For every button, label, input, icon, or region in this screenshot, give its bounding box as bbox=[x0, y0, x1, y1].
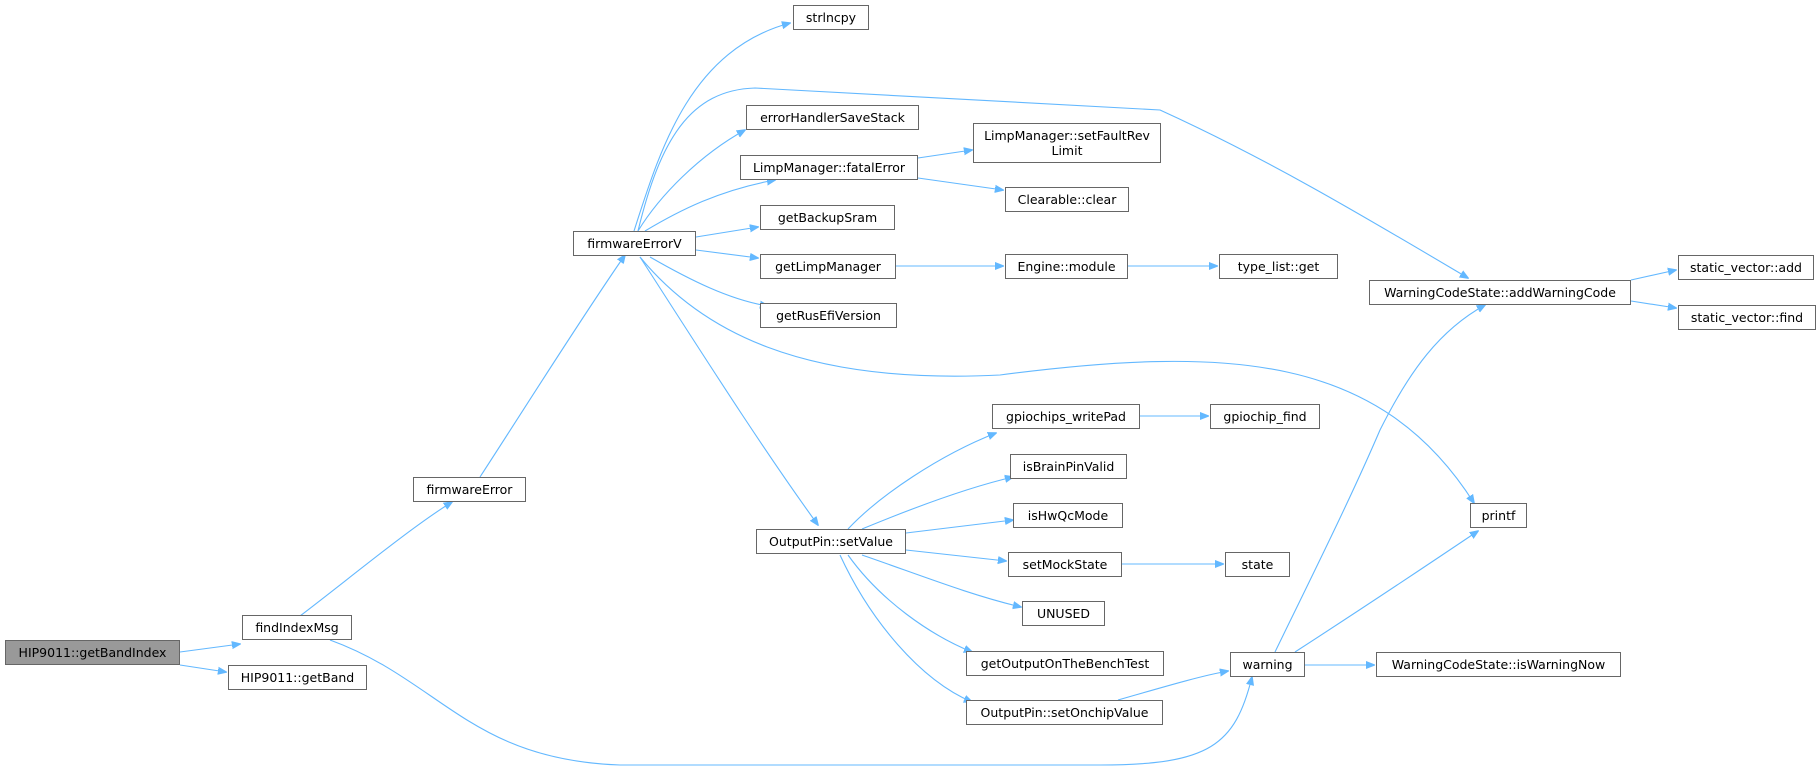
node-getrusefiversion[interactable]: getRusEfiVersion bbox=[760, 303, 897, 328]
node-strlncpy[interactable]: strlncpy bbox=[793, 5, 869, 30]
node-ishwqcmode[interactable]: isHwQcMode bbox=[1013, 503, 1123, 528]
edge-fev-fatalError bbox=[644, 180, 775, 232]
edge-fev-errorHandlerSaveStack bbox=[637, 130, 745, 232]
edge-addWarningCode-staticVectorFind bbox=[1630, 300, 1676, 308]
node-state[interactable]: state bbox=[1225, 552, 1290, 577]
node-outputpin-setonchipvalue[interactable]: OutputPin::setOnchipValue bbox=[966, 700, 1163, 725]
node-unused[interactable]: UNUSED bbox=[1022, 601, 1105, 626]
edge-fev-getBackupSram bbox=[695, 227, 758, 238]
edge-setValue-isBrainPinValid bbox=[861, 477, 1013, 530]
edge-fev-setValue bbox=[639, 256, 818, 525]
edge-setValue-gpiochipsWritePad bbox=[847, 433, 996, 530]
edge-firmwareError-firmwareErrorV bbox=[479, 255, 625, 478]
edge-setValue-getOutputOnTheBenchTest bbox=[847, 554, 972, 652]
node-firmwareerror[interactable]: firmwareError bbox=[413, 477, 526, 502]
node-hip9011-getband[interactable]: HIP9011::getBand bbox=[228, 665, 367, 690]
edge-fev-addWarningCode bbox=[637, 87, 1468, 278]
node-warning[interactable]: warning bbox=[1230, 652, 1305, 677]
node-isbrainpinvalid[interactable]: isBrainPinValid bbox=[1010, 454, 1127, 479]
node-gpiochip-find[interactable]: gpiochip_find bbox=[1210, 404, 1320, 429]
node-static-vector-add[interactable]: static_vector::add bbox=[1678, 255, 1814, 280]
edge-root-findIndexMsg bbox=[179, 644, 240, 653]
edge-fev-getLimpManager bbox=[695, 249, 758, 258]
edge-setOnchipValue-warning bbox=[1117, 671, 1228, 701]
edge-warning-printf bbox=[1294, 531, 1478, 653]
edge-warning-addWarningCode bbox=[1274, 305, 1485, 653]
node-findindexmsg[interactable]: findIndexMsg bbox=[242, 615, 352, 640]
edge-setValue-setOnchipValue bbox=[839, 554, 972, 702]
edge-fev-getRusEfiVersion bbox=[649, 256, 768, 306]
edge-findIndexMsg-warning bbox=[329, 639, 1252, 766]
edge-root-getBand bbox=[179, 664, 226, 672]
edge-setValue-isHwQcMode bbox=[905, 520, 1013, 534]
edge-fev-printf bbox=[639, 256, 1474, 503]
edge-setValue-setMockState bbox=[905, 549, 1006, 561]
node-engine-module[interactable]: Engine::module bbox=[1005, 254, 1128, 279]
node-static-vector-find[interactable]: static_vector::find bbox=[1678, 305, 1816, 330]
edge-addWarningCode-staticVectorAdd bbox=[1630, 270, 1676, 281]
node-clearable-clear[interactable]: Clearable::clear bbox=[1005, 187, 1129, 212]
node-getbackupsram[interactable]: getBackupSram bbox=[760, 205, 895, 230]
node-firmwareerrorv[interactable]: firmwareErrorV bbox=[573, 231, 696, 256]
node-outputpin-setvalue[interactable]: OutputPin::setValue bbox=[756, 529, 906, 554]
node-warningcodestate-iswarningnow[interactable]: WarningCodeState::isWarningNow bbox=[1376, 652, 1621, 677]
node-hip9011-getbandindex: HIP9011::getBandIndex bbox=[5, 640, 180, 665]
node-limpmanager-fatalerror[interactable]: LimpManager::fatalError bbox=[740, 155, 918, 180]
node-getlimpmanager[interactable]: getLimpManager bbox=[760, 254, 896, 279]
node-gpiochips-writepad[interactable]: gpiochips_writePad bbox=[992, 404, 1140, 429]
node-errorhandlersavestack[interactable]: errorHandlerSaveStack bbox=[746, 105, 919, 130]
edge-fatalError-setFaultRevLimit bbox=[917, 150, 972, 159]
edge-findIndexMsg-firmwareError bbox=[299, 502, 452, 617]
edge-setValue-unused bbox=[861, 554, 1021, 607]
node-setmockstate[interactable]: setMockState bbox=[1008, 552, 1122, 577]
node-warningcodestate-addwarningcode[interactable]: WarningCodeState::addWarningCode bbox=[1369, 280, 1631, 305]
node-printf[interactable]: printf bbox=[1470, 503, 1527, 528]
node-type-list-get[interactable]: type_list::get bbox=[1219, 254, 1338, 279]
edge-fev-strlncpy bbox=[633, 23, 790, 232]
node-limpmanager-setfaultrevlimit[interactable]: LimpManager::setFaultRev Limit bbox=[973, 123, 1161, 163]
edge-fatalError-clear bbox=[917, 177, 1003, 190]
node-getoutputonthebenchtest[interactable]: getOutputOnTheBenchTest bbox=[966, 651, 1164, 676]
